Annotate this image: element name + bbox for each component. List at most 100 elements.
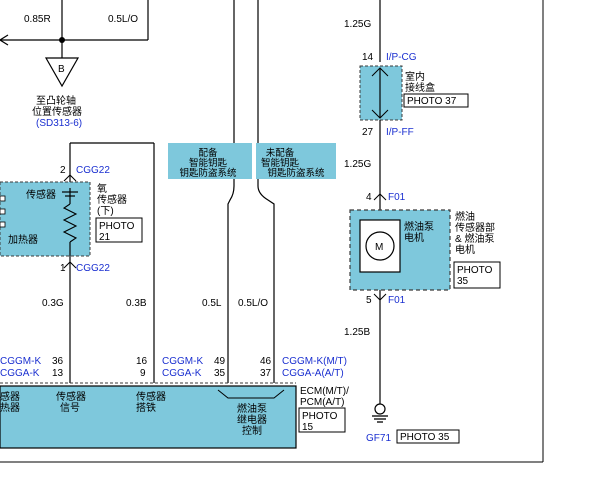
ecm-right-conn1: CGGM-K(M/T) — [282, 356, 347, 367]
with-smartkey-line2: 智能钥匙 — [189, 157, 228, 169]
heating-element-zigzag-icon — [62, 203, 78, 243]
ecm-mid-pin-b2: 35 — [214, 368, 226, 379]
o2-photo-line1[interactable]: PHOTO — [99, 221, 135, 232]
jb-photo[interactable]: PHOTO 37 — [407, 96, 457, 107]
o2-photo-box — [95, 217, 143, 243]
o2-sensor-label: 传感器 — [26, 188, 56, 201]
fp-photo-line2[interactable]: 35 — [457, 276, 469, 287]
connector-chevron-icon — [63, 174, 77, 182]
jb-pin-top: 14 — [362, 52, 374, 63]
jb-photo-box — [403, 93, 469, 108]
top-left-wiring: 0.85R 0.5L/O B 至凸轮轴 位置传感器 (SD313-6) — [0, 0, 149, 129]
relay-control-bracket — [217, 389, 285, 399]
wire-label-03g: 0.3G — [42, 298, 64, 309]
ecm-photo-line1[interactable]: PHOTO — [302, 411, 338, 422]
ecm-name-line1: ECM(M/T)/ — [300, 386, 349, 397]
ecm-right-pin1: 46 — [260, 356, 272, 367]
ground-ref-letter: B — [58, 64, 65, 75]
without-smartkey-line1: 未配备 — [266, 147, 295, 159]
ecm-left-pin1: 36 — [52, 356, 64, 367]
ecm-body — [0, 385, 297, 449]
ecm-label-sensor-line2: 信号 — [60, 402, 80, 414]
with-smartkey-line3: 钥匙防盗系统 — [179, 167, 237, 179]
fp-motor-line1: 燃油泵 — [404, 220, 434, 233]
o2-sensor: 2 CGG22 传感器 加热器 氧 传感器 (下) PHOTO 21 1 CGG… — [0, 142, 155, 383]
ecm-label-sensor-line1: 传感器 — [56, 390, 86, 403]
sensor-terminal-b — [0, 208, 6, 215]
o2-name-line1: 氧 — [97, 182, 107, 195]
jb-conn-bottom: I/P-FF — [386, 127, 414, 138]
with-smartkey-line1: 配备 — [198, 147, 218, 159]
fp-conn-top: F01 — [388, 192, 406, 203]
wire-label-05l: 0.5L — [202, 298, 222, 309]
ecm-label-relay-line1: 燃油泵 — [237, 402, 267, 415]
jb-conn-top: I/P-CG — [386, 52, 417, 63]
fp-name-line3: & 燃油泵 — [455, 232, 494, 245]
fuel-pump: 1.25G 4 F01 M 燃油泵 电机 燃油 传感器部 & 燃油泵 电机 PH… — [344, 159, 501, 404]
sensor-terminal-a — [0, 195, 6, 202]
fp-pin-bottom: 5 — [366, 295, 372, 306]
o2-conn-bottom: CGG22 — [76, 263, 110, 274]
o2-conn-top: CGG22 — [76, 165, 110, 176]
o2-name-line3: (下) — [97, 206, 114, 217]
relay-control-wires: 0.5L 0.5L/O — [202, 0, 275, 383]
antitheft-options: 配备 智能钥匙 钥匙防盗系统 未配备 智能钥匙 钥匙防盗系统 — [168, 143, 336, 179]
ecm-label-ground-line1: 传感器 — [136, 390, 166, 403]
ground-photo[interactable]: PHOTO 35 — [400, 432, 450, 443]
ground-ref-line2: 位置传感器 — [32, 105, 82, 118]
fp-name-line4: 电机 — [455, 243, 475, 256]
ecm-label-ground-line2: 搭铁 — [136, 401, 156, 414]
wire-label-085r: 0.85R — [24, 14, 51, 25]
o2-pin-top: 2 — [60, 165, 66, 176]
o2-photo-line2[interactable]: 21 — [99, 232, 111, 243]
o2-heater-label: 加热器 — [8, 233, 38, 246]
ground-conn: GF71 — [366, 433, 391, 444]
jb-pin-bottom: 27 — [362, 127, 374, 138]
ground-ref-triangle-icon — [44, 57, 80, 88]
without-smartkey-line3: 钥匙防盗系统 — [267, 167, 325, 179]
jb-name-line1: 室内 — [405, 70, 425, 83]
fp-motor-line2: 电机 — [404, 231, 424, 244]
ecm-name-line2: PCM(A/T) — [300, 397, 344, 408]
sensor-terminal-c — [0, 221, 6, 228]
with-smartkey-panel — [168, 143, 252, 179]
ground-ref-line1: 至凸轮轴 — [36, 94, 76, 107]
connector-chevron-icon — [373, 193, 387, 201]
ecm-mid-pin-b1: 49 — [214, 356, 226, 367]
ecm-photo-box — [298, 407, 346, 433]
junction-box-body — [359, 65, 403, 121]
ecm-photo-line2[interactable]: 15 — [302, 422, 314, 433]
arrow-left-icon — [0, 34, 9, 46]
ground-gf71: GF71 PHOTO 35 — [366, 403, 460, 444]
fp-photo-line1[interactable]: PHOTO — [457, 265, 493, 276]
junction-box: 1.25G 14 I/P-CG 室内 接线盒 PHOTO 37 27 I/P-F… — [344, 0, 469, 210]
connector-chevron-icon — [371, 109, 389, 119]
ecm-mid-pin-a1: 16 — [136, 356, 148, 367]
fp-photo-box — [453, 261, 501, 289]
o2-sensor-body — [0, 181, 91, 257]
wire-label-03b: 0.3B — [126, 298, 147, 309]
ecm-left-conn2: CGGA-K — [0, 368, 40, 379]
ecm-label-left-line1: 感器 — [0, 390, 20, 403]
jb-name-line2: 接线盒 — [405, 81, 435, 94]
ecm-mid-conn2: CGGA-K — [162, 368, 202, 379]
ground-photo-box — [396, 429, 460, 444]
without-smartkey-panel — [256, 143, 336, 179]
motor-symbol: M — [375, 242, 383, 253]
ecm-mid-pin-a2: 9 — [140, 368, 146, 379]
wire-label-125g: 1.25G — [344, 159, 371, 170]
ecm-left-pin2: 13 — [52, 368, 64, 379]
fp-name-line1: 燃油 — [455, 210, 475, 223]
wire-label-125b: 1.25B — [344, 327, 370, 338]
ground-ref-link[interactable]: (SD313-6) — [36, 118, 82, 129]
fp-conn-bottom: F01 — [388, 295, 406, 306]
without-smartkey-line2: 智能钥匙 — [261, 157, 300, 169]
wire-label-05lo: 0.5L/O — [238, 298, 268, 309]
fp-name-line2: 传感器部 — [455, 221, 495, 234]
ecm-label-left-line2: 热器 — [0, 401, 20, 414]
ecm-mid-conn1: CGGM-K — [162, 356, 203, 367]
ground-icon — [374, 403, 386, 415]
o2-pin-bottom: 1 — [60, 263, 66, 274]
ecm-right-pin2: 37 — [260, 368, 272, 379]
